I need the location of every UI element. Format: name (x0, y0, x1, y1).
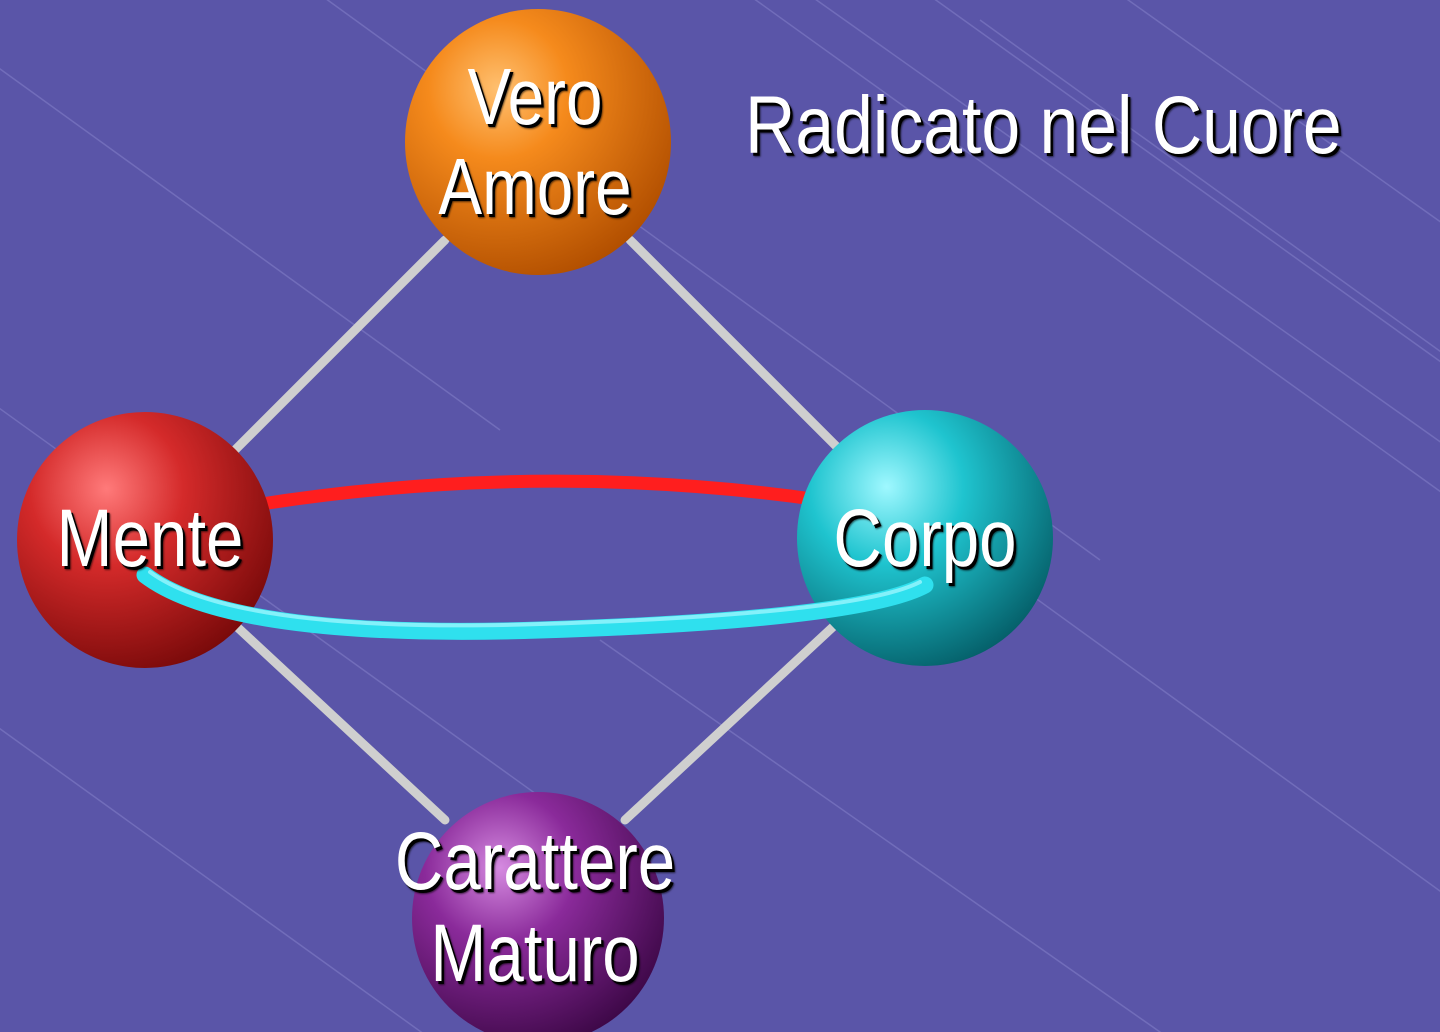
ring-cyan (136, 566, 934, 640)
node-label-carattere: Carattere (394, 816, 676, 907)
slide-title: Radicato nel Cuore (745, 80, 1342, 171)
node-label-vero: Vero (467, 52, 603, 141)
node-label-corpo: Corpo (833, 493, 1017, 584)
connector-mente-carattere (230, 620, 450, 825)
connector-vero-mente (230, 235, 450, 455)
connector-lines (230, 235, 845, 825)
connector-vero-corpo (625, 235, 845, 455)
node-label-mente: Mente (56, 493, 244, 584)
sphere-carattere-maturo (412, 792, 664, 1032)
node-label-carattere-maturo: Carattere Maturo (383, 816, 686, 1000)
node-label-amore: Amore (438, 142, 632, 231)
ring-red (248, 474, 827, 512)
node-label-maturo: Maturo (430, 908, 640, 999)
connector-corpo-carattere (620, 620, 840, 825)
sphere-vero-amore (405, 9, 671, 275)
node-label-vero-amore: Vero Amore (408, 52, 662, 232)
